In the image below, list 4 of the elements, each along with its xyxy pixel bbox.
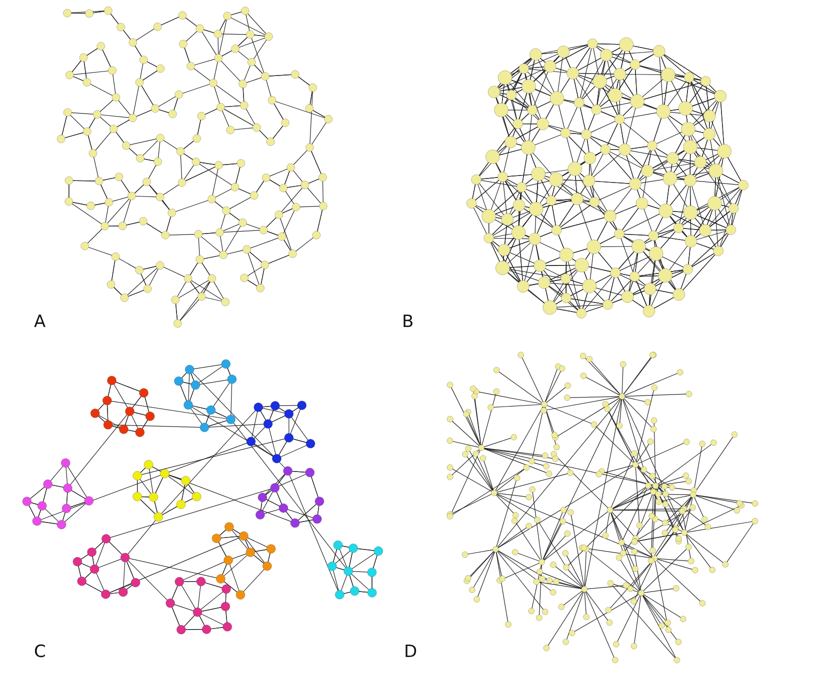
panel-label: A <box>34 314 46 331</box>
panel-label: B <box>402 314 414 331</box>
panel-label: C <box>34 644 46 661</box>
panel-label: D <box>404 644 418 661</box>
